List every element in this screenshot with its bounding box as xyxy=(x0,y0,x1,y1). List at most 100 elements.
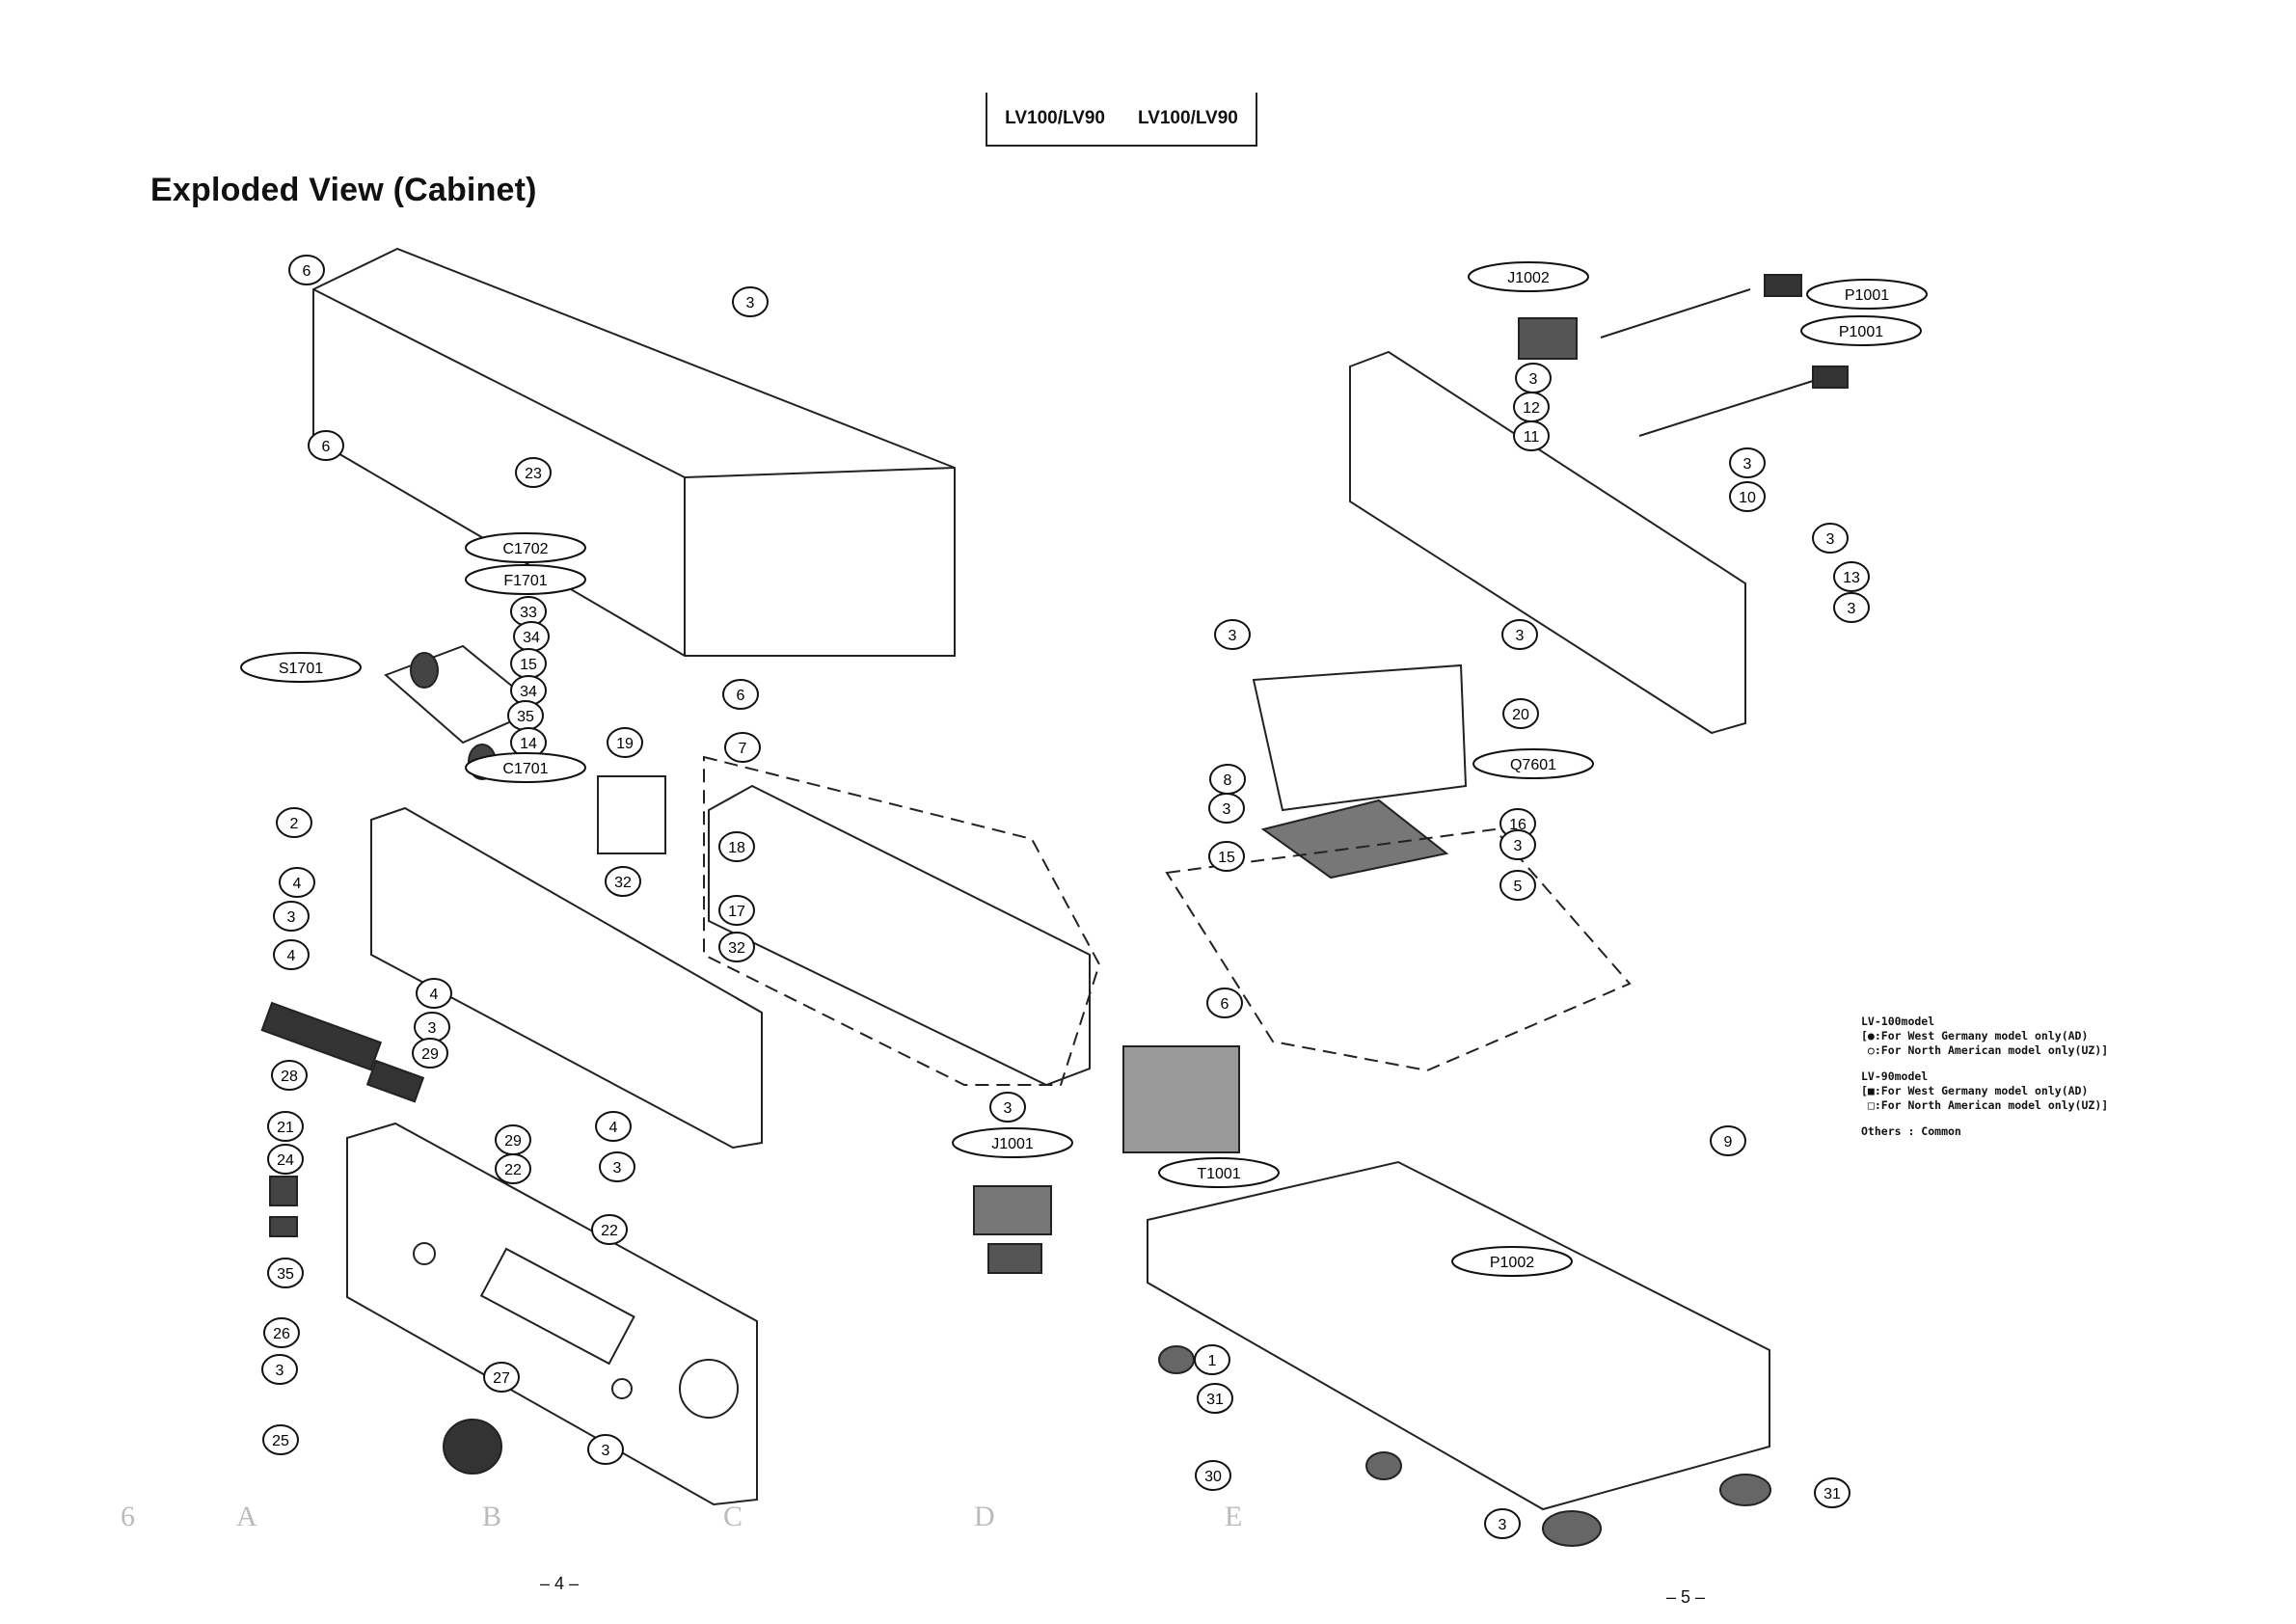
callout-label: 25 xyxy=(272,1433,289,1449)
callout-label: T1001 xyxy=(1197,1166,1240,1182)
grid-letter: 6 xyxy=(121,1501,135,1532)
callout-31: 31 xyxy=(1197,1383,1233,1414)
grid-letter: D xyxy=(974,1501,995,1532)
callout-label: 20 xyxy=(1512,707,1529,723)
callout-p1001: P1001 xyxy=(1800,315,1922,346)
callout-label: 3 xyxy=(276,1363,284,1379)
callout-label: 15 xyxy=(520,657,537,673)
callout-label: 3 xyxy=(1529,371,1538,388)
callout-33: 33 xyxy=(510,596,547,627)
model-header: LV100/LV90 LV100/LV90 xyxy=(986,93,1257,147)
grid-letter: C xyxy=(723,1501,743,1532)
legend-line: Others : Common xyxy=(1861,1124,1961,1138)
callout-35: 35 xyxy=(507,700,544,731)
callout-29: 29 xyxy=(495,1124,531,1155)
callout-label: 16 xyxy=(1509,817,1526,833)
callout-c1701: C1701 xyxy=(465,752,586,783)
callout-3: 3 xyxy=(414,1012,450,1042)
callout-label: P1001 xyxy=(1845,287,1889,304)
callout-j1001: J1001 xyxy=(952,1127,1073,1158)
page-number-left: – 4 – xyxy=(540,1574,580,1593)
callout-3: 3 xyxy=(1208,793,1245,824)
callout-label: 26 xyxy=(273,1326,290,1342)
legend-line: LV-90model xyxy=(1861,1069,1929,1083)
callout-label: 15 xyxy=(1218,850,1235,866)
callout-35: 35 xyxy=(267,1258,304,1288)
legend-line: [●:For West Germany model only(AD) xyxy=(1861,1029,2089,1042)
callout-label: 4 xyxy=(293,876,302,892)
callout-3: 3 xyxy=(1729,447,1766,478)
callout-28: 28 xyxy=(271,1060,308,1091)
callout-3: 3 xyxy=(1484,1508,1521,1539)
callout-6: 6 xyxy=(308,430,344,461)
callout-17: 17 xyxy=(718,895,755,926)
callout-label: 3 xyxy=(1826,531,1835,548)
callout-label: 3 xyxy=(1004,1100,1013,1117)
model-label-left: LV100/LV90 xyxy=(1005,108,1105,128)
callout-18: 18 xyxy=(718,831,755,862)
callout-4: 4 xyxy=(279,867,315,898)
callout-20: 20 xyxy=(1502,698,1539,729)
callout-3: 3 xyxy=(1812,523,1849,554)
callout-label: S1701 xyxy=(279,661,323,677)
callout-label: 11 xyxy=(1524,429,1540,446)
callout-3: 3 xyxy=(1515,363,1552,393)
callout-27: 27 xyxy=(483,1362,520,1393)
callout-label: 3 xyxy=(746,295,755,311)
callout-3: 3 xyxy=(587,1434,624,1465)
callout-label: 3 xyxy=(428,1020,437,1037)
callout-19: 19 xyxy=(607,727,643,758)
callout-24: 24 xyxy=(267,1144,304,1175)
callout-label: 22 xyxy=(601,1223,618,1239)
callout-label: 31 xyxy=(1206,1392,1224,1408)
callout-6: 6 xyxy=(722,679,759,710)
callout-label: P1002 xyxy=(1490,1255,1534,1271)
callout-t1001: T1001 xyxy=(1158,1157,1280,1188)
callout-3: 3 xyxy=(1501,619,1538,650)
callout-5: 5 xyxy=(1499,870,1536,901)
callout-label: J1001 xyxy=(991,1136,1034,1152)
callout-label: 3 xyxy=(1514,838,1523,854)
grid-letter: B xyxy=(482,1501,502,1532)
callout-label: 28 xyxy=(281,1069,298,1085)
callout-label: 6 xyxy=(737,688,745,704)
model-label-right: LV100/LV90 xyxy=(1138,108,1238,128)
callout-3: 3 xyxy=(261,1354,298,1385)
callout-label: 8 xyxy=(1224,772,1232,789)
callout-31: 31 xyxy=(1814,1477,1850,1508)
callout-label: 3 xyxy=(1229,628,1237,644)
callout-26: 26 xyxy=(263,1317,300,1348)
callout-label: 3 xyxy=(1848,601,1856,617)
callout-p1002: P1002 xyxy=(1451,1246,1573,1277)
callout-30: 30 xyxy=(1195,1460,1231,1491)
callout-8: 8 xyxy=(1209,764,1246,795)
callout-label: 32 xyxy=(728,940,745,957)
front-panel xyxy=(346,1122,758,1506)
callout-11: 11 xyxy=(1513,420,1550,451)
callout-label: 29 xyxy=(504,1133,522,1150)
callout-label: 32 xyxy=(614,875,632,891)
callout-label: 31 xyxy=(1823,1486,1841,1502)
legend-line: [■:For West Germany model only(AD) xyxy=(1861,1084,2089,1097)
callout-4: 4 xyxy=(416,978,452,1009)
front-subpanel xyxy=(370,806,763,1150)
callout-32: 32 xyxy=(718,932,755,962)
callout-label: 34 xyxy=(523,630,540,646)
page-number-right: – 5 – xyxy=(1666,1587,1706,1607)
callout-label: 27 xyxy=(493,1370,510,1387)
callout-label: 3 xyxy=(1516,628,1525,644)
callout-label: 13 xyxy=(1843,570,1860,586)
callout-label: 2 xyxy=(290,816,299,832)
callout-32: 32 xyxy=(605,866,641,897)
callout-label: 10 xyxy=(1739,490,1756,506)
callout-3: 3 xyxy=(1214,619,1251,650)
callout-2: 2 xyxy=(276,807,312,838)
callout-22: 22 xyxy=(495,1153,531,1184)
callout-label: 3 xyxy=(1743,456,1752,473)
callout-3: 3 xyxy=(599,1151,635,1182)
callout-label: F1701 xyxy=(503,573,547,589)
callout-j1002: J1002 xyxy=(1468,261,1589,292)
callout-label: C1701 xyxy=(502,761,548,777)
callout-1: 1 xyxy=(1194,1344,1230,1375)
